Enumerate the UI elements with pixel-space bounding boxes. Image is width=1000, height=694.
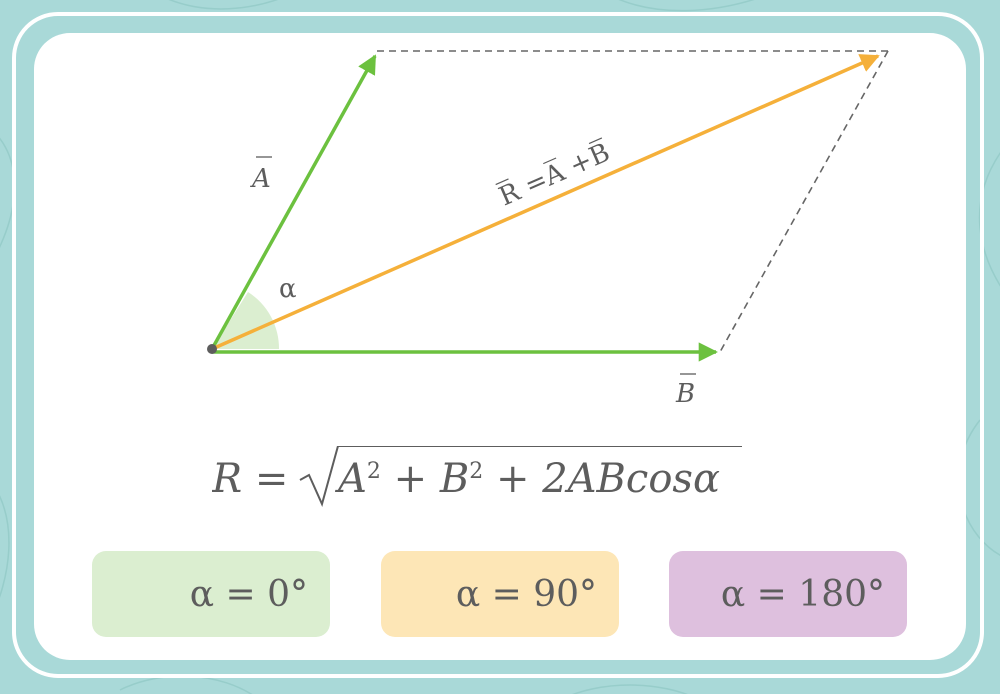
sqrt-radical <box>299 446 742 507</box>
parallelogram-right-dashed <box>719 50 889 353</box>
vector-b-label: B <box>675 373 696 409</box>
vector-a-label: A <box>250 156 272 194</box>
formula-rest: + 2ABcosα <box>483 456 720 502</box>
resultant-formula: R = A2 + B2 + 2ABcosα <box>212 446 742 507</box>
outer-frame <box>12 12 984 678</box>
formula-lhs: R = <box>212 456 288 502</box>
angle-arc <box>212 292 280 349</box>
formula-b-exponent: 2 <box>469 459 483 484</box>
vector-a-letter: A <box>250 164 271 194</box>
case-badge-180-degrees: α = 180° <box>669 551 907 637</box>
svg-text:R =A +B: R =A +B <box>495 138 615 213</box>
vector-b-letter: B <box>675 379 695 409</box>
formula-a: A <box>334 456 367 502</box>
resultant-label: R =A +B <box>495 137 615 213</box>
vector-a-arrow <box>210 54 377 350</box>
resultant-arrow <box>211 54 880 351</box>
case-badge-90-degrees: α = 90° <box>381 551 619 637</box>
svg-text:A2 + B2 + 2ABcosα: A2 + B2 + 2ABcosα <box>334 456 720 502</box>
origin-point <box>207 344 217 354</box>
case-badge-0-degrees: α = 0° <box>92 551 330 637</box>
angle-alpha-label: α <box>279 274 297 304</box>
formula-a-exponent: 2 <box>367 459 381 484</box>
formula-plus: + <box>381 456 440 502</box>
formula-b: B <box>439 456 469 502</box>
